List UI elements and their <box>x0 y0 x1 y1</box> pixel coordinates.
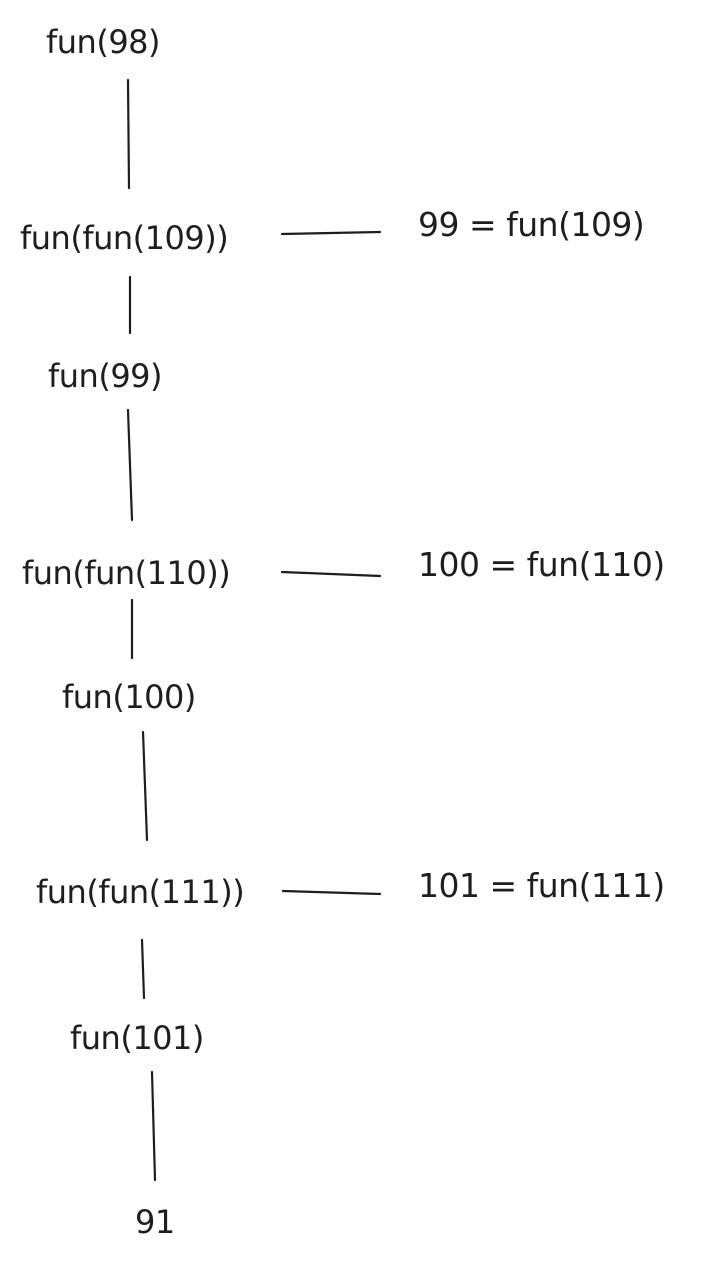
edge-n6-n7 <box>140 938 146 1000</box>
edge-n6-s3 <box>281 889 382 896</box>
note-101-equals-fun-111: 101 = fun(111) <box>418 866 665 905</box>
note-99-equals-fun-109: 99 = fun(109) <box>418 205 645 244</box>
node-fun-fun-109: fun(fun(109)) <box>20 219 229 257</box>
edge-n7-n8 <box>150 1070 157 1182</box>
edge-n3-n4 <box>126 408 134 522</box>
node-fun-98: fun(98) <box>46 23 161 61</box>
node-result-91: 91 <box>135 1203 175 1241</box>
node-fun-fun-111: fun(fun(111)) <box>36 873 245 911</box>
node-fun-100: fun(100) <box>62 678 196 716</box>
note-100-equals-fun-110: 100 = fun(110) <box>418 545 665 584</box>
node-fun-99: fun(99) <box>48 357 163 395</box>
node-fun-101: fun(101) <box>70 1019 204 1057</box>
node-fun-fun-110: fun(fun(110)) <box>22 554 231 592</box>
edge-n2-s1 <box>280 230 382 236</box>
edge-n4-s2 <box>280 570 382 578</box>
edge-n1-n2 <box>126 78 131 190</box>
edge-n5-n6 <box>141 730 149 842</box>
